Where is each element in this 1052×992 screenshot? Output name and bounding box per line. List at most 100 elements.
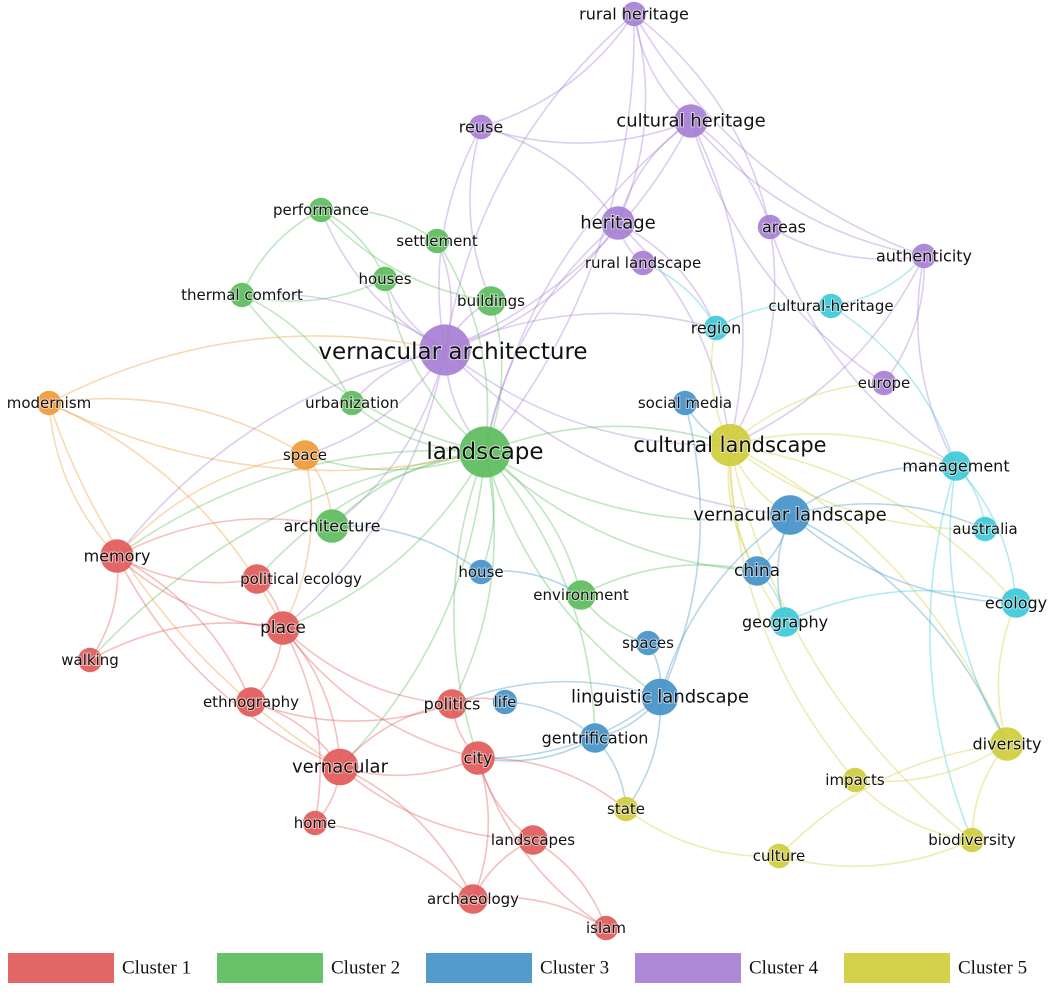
node-politics[interactable] xyxy=(437,689,467,719)
legend-swatch-5 xyxy=(844,953,950,983)
node-label-cultural-landscape: cultural landscape xyxy=(633,433,826,457)
node-archaeology[interactable] xyxy=(458,884,488,914)
node-buildings[interactable] xyxy=(476,286,506,316)
node-place[interactable] xyxy=(266,611,300,645)
node-performance[interactable] xyxy=(308,197,334,223)
node-house[interactable] xyxy=(468,559,494,585)
edge-landscape-gentrification xyxy=(484,451,596,739)
edge-landscape-cultural-landscape xyxy=(484,425,731,453)
edge-memory-political-ecology xyxy=(116,555,258,584)
node-cultural-heritage-2[interactable] xyxy=(818,293,844,319)
edge-areas-cultural-landscape xyxy=(729,226,776,446)
node-cultural-heritage[interactable] xyxy=(674,104,708,138)
edge-landscape-politics xyxy=(451,451,495,705)
edge-vernacular-landscape-linguistic-landscape xyxy=(659,514,791,698)
node-urbanization[interactable] xyxy=(339,390,365,416)
node-city[interactable] xyxy=(461,741,495,775)
node-culture[interactable] xyxy=(766,843,792,869)
edge-vernacular-archaeology xyxy=(339,766,474,900)
edge-modernism-place xyxy=(48,402,284,629)
edge-modernism-landscape xyxy=(48,402,486,472)
node-home[interactable] xyxy=(302,810,328,836)
node-environment[interactable] xyxy=(566,580,596,610)
node-label-china: china xyxy=(734,561,780,581)
node-landscape[interactable] xyxy=(459,426,511,478)
edge-space-memory xyxy=(116,454,306,557)
edges-layer xyxy=(48,13,1017,929)
node-vernacular[interactable] xyxy=(321,748,359,786)
edge-place-walking xyxy=(89,622,284,661)
node-management[interactable] xyxy=(941,451,971,481)
edge-memory-architecture xyxy=(116,517,333,557)
node-heritage[interactable] xyxy=(601,206,635,240)
edge-rural-heritage-landscape xyxy=(484,13,635,453)
legend-swatch-4 xyxy=(635,953,741,983)
edge-landscapes-islam xyxy=(532,839,607,929)
node-modernism[interactable] xyxy=(36,390,62,416)
node-biodiversity[interactable] xyxy=(959,827,985,853)
edge-rural-heritage-vernacular-architecture xyxy=(444,13,635,351)
node-gentrification[interactable] xyxy=(580,723,610,753)
node-political-ecology[interactable] xyxy=(242,564,272,594)
node-label-architecture: architecture xyxy=(284,517,381,536)
node-architecture[interactable] xyxy=(315,509,349,543)
node-rural-heritage[interactable] xyxy=(621,1,647,27)
node-impacts[interactable] xyxy=(842,767,868,793)
edge-rural-heritage-authenticity xyxy=(633,13,925,257)
edge-cultural-landscape-australia xyxy=(729,444,986,530)
edge-authenticity-europe xyxy=(883,255,925,384)
edge-linguistic-landscape-social-media xyxy=(659,402,702,698)
node-vernacular-architecture[interactable] xyxy=(419,324,471,376)
edge-landscape-linguistic-landscape xyxy=(484,451,661,698)
node-europe[interactable] xyxy=(871,370,897,396)
node-vernacular-landscape[interactable] xyxy=(770,495,810,535)
edge-vernacular-landscape-management xyxy=(789,464,957,516)
node-areas[interactable] xyxy=(757,214,783,240)
edge-archaeology-islam xyxy=(472,896,607,929)
node-memory[interactable] xyxy=(100,539,134,573)
edge-memory-place xyxy=(116,555,284,629)
node-state[interactable] xyxy=(613,796,639,822)
node-walking[interactable] xyxy=(77,647,103,673)
edge-vernacular-landscape-diversity xyxy=(789,514,1008,745)
node-landscapes[interactable] xyxy=(518,825,548,855)
node-ethnography[interactable] xyxy=(236,687,266,717)
node-cultural-landscape[interactable] xyxy=(708,423,752,467)
node-houses[interactable] xyxy=(372,266,398,292)
node-label-rural-landscape: rural landscape xyxy=(585,254,701,272)
node-social-media[interactable] xyxy=(672,390,698,416)
edge-vernacular-landscape-australia xyxy=(789,502,986,530)
node-space[interactable] xyxy=(290,440,320,470)
edge-heritage-vernacular-architecture xyxy=(444,222,619,351)
node-ecology[interactable] xyxy=(1001,588,1031,618)
edge-memory-ethnography xyxy=(116,555,252,703)
node-label-memory: memory xyxy=(84,547,151,566)
node-australia[interactable] xyxy=(972,516,998,542)
node-label-region: region xyxy=(691,319,742,338)
node-geography[interactable] xyxy=(770,607,800,637)
node-reuse[interactable] xyxy=(468,114,494,140)
edge-thermal-comfort-urbanization xyxy=(241,294,353,404)
edge-landscape-walking xyxy=(89,451,486,661)
node-life[interactable] xyxy=(492,689,518,715)
node-spaces[interactable] xyxy=(635,630,661,656)
node-thermal-comfort[interactable] xyxy=(229,282,255,308)
node-label-culture: culture xyxy=(753,847,805,865)
edge-heritage-landscape xyxy=(484,222,619,453)
node-label-ecology: ecology xyxy=(985,594,1047,613)
node-label-place: place xyxy=(260,618,306,638)
node-islam[interactable] xyxy=(593,915,619,941)
node-settlement[interactable] xyxy=(424,228,450,254)
node-china[interactable] xyxy=(742,556,772,586)
edge-authenticity-cultural-landscape xyxy=(729,255,925,446)
node-diversity[interactable] xyxy=(990,727,1024,761)
node-rural-landscape[interactable] xyxy=(630,250,656,276)
node-label-house: house xyxy=(458,563,503,581)
node-linguistic-landscape[interactable] xyxy=(641,678,679,716)
edge-modernism-space xyxy=(48,397,306,456)
node-region[interactable] xyxy=(703,315,729,341)
node-authenticity[interactable] xyxy=(911,243,937,269)
legend-label-5: Cluster 5 xyxy=(958,958,1027,979)
